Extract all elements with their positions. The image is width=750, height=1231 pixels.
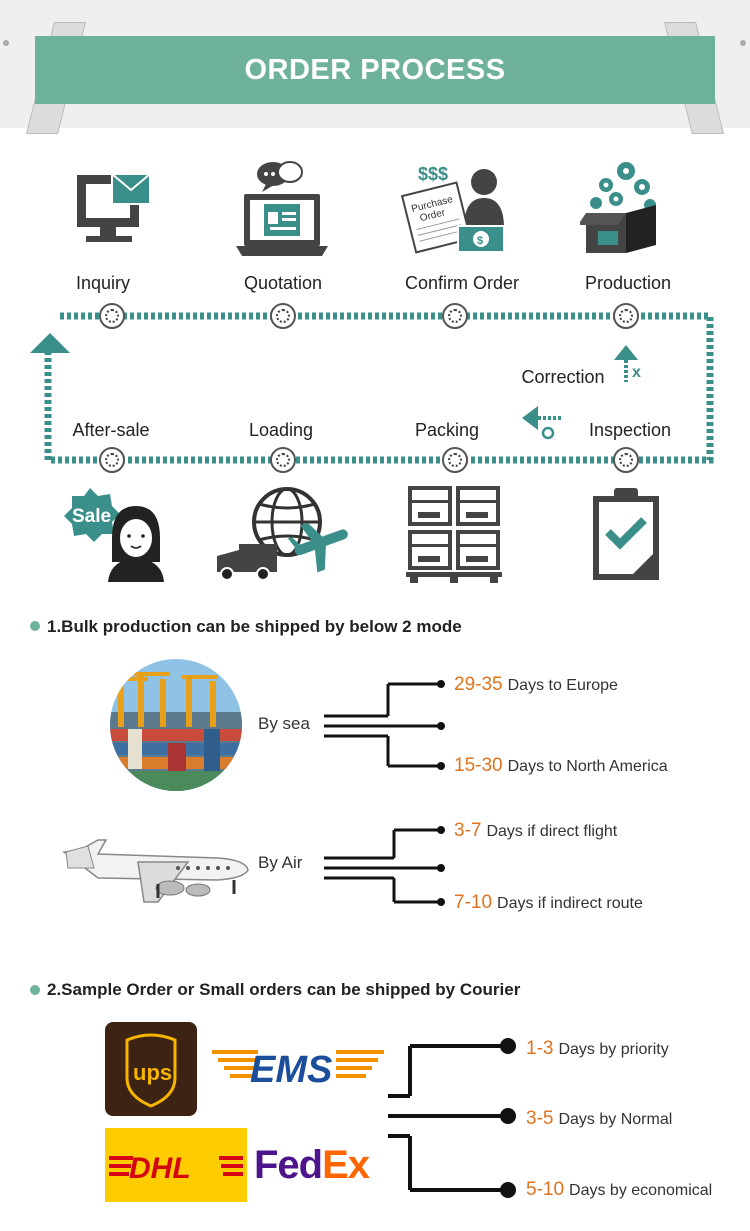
ems-logo: EMS xyxy=(210,1040,386,1091)
fedex-logo: FedEx xyxy=(254,1140,394,1190)
step-label-after-sale: After-sale xyxy=(72,420,150,440)
sea-connector xyxy=(324,680,445,770)
dhl-logo: DHL xyxy=(105,1128,247,1202)
header-banner xyxy=(35,36,715,104)
correction-label: Correction xyxy=(521,367,605,387)
fedex-fed-text: Fed xyxy=(254,1143,323,1187)
step-node xyxy=(613,303,639,329)
fedex-ex-text: Ex xyxy=(322,1143,370,1187)
step-label-inquiry: Inquiry xyxy=(75,273,131,293)
air-connector xyxy=(324,826,445,906)
step-label-inspection: Inspection xyxy=(588,420,672,440)
step-label-quotation: Quotation xyxy=(243,273,323,293)
port-image xyxy=(110,659,242,791)
courier-normal-days: 3-5 xyxy=(526,1108,554,1129)
svg-text:x: x xyxy=(632,364,641,381)
production-box-icon xyxy=(580,162,656,253)
svg-text:DHL: DHL xyxy=(129,1152,191,1185)
air-direct-days: 3-7 xyxy=(454,820,482,841)
courier-economical-days: 5-10 xyxy=(526,1179,565,1200)
step-node xyxy=(270,447,296,473)
airplane-image xyxy=(62,839,249,903)
step-label-production: Production xyxy=(584,273,672,293)
svg-text:$: $ xyxy=(477,235,483,247)
svg-text:Sale: Sale xyxy=(72,506,111,527)
purchase-order-icon: $$$ Purchase Order $ xyxy=(400,164,505,254)
step-node xyxy=(442,447,468,473)
section-title-courier: 2.Sample Order or Small orders can be sh… xyxy=(47,980,521,999)
pin-icon xyxy=(740,40,746,46)
sea-europe-days: 29-35 xyxy=(454,674,503,695)
air-indirect-text: Days if indirect route xyxy=(497,895,643,912)
process-loop: x xyxy=(30,312,714,464)
process-path xyxy=(44,312,714,464)
section-bullet xyxy=(30,985,40,995)
courier-priority-text: Days by priority xyxy=(558,1041,669,1058)
svg-text:ups: ups xyxy=(133,1060,172,1085)
ups-logo: ups xyxy=(105,1022,197,1116)
sea-europe-text: Days to Europe xyxy=(507,677,618,694)
courier-economical-text: Days by economical xyxy=(569,1182,713,1199)
sale-person-icon: Sale xyxy=(64,488,164,582)
ups-shield-icon: ups xyxy=(125,1033,177,1108)
truck-plane-icon xyxy=(217,487,348,581)
courier-connector xyxy=(388,1038,516,1198)
step-node xyxy=(442,303,468,329)
ems-speed-icon: EMS xyxy=(212,1049,384,1091)
courier-priority-days: 1-3 xyxy=(526,1038,554,1059)
step-label-loading: Loading xyxy=(248,420,314,440)
up-arrow-icon xyxy=(30,333,70,353)
sea-na-text: Days to North America xyxy=(507,758,668,775)
left-arrow-icon xyxy=(522,406,562,440)
clipboard-check-icon xyxy=(593,488,659,580)
section-title-bulk: 1.Bulk production can be shipped by belo… xyxy=(47,617,462,636)
boxes-pallet-icon xyxy=(406,486,502,583)
computer-mail-icon xyxy=(77,173,151,242)
step-node xyxy=(99,303,125,329)
courier-normal-text: Days by Normal xyxy=(558,1111,673,1128)
mode-label-air: By Air xyxy=(258,853,303,872)
dhl-speed-icon: DHL xyxy=(109,1152,243,1185)
air-indirect-days: 7-10 xyxy=(454,892,493,913)
pin-icon xyxy=(3,40,9,46)
step-label-packing: Packing xyxy=(414,420,480,440)
step-node xyxy=(270,303,296,329)
air-direct-text: Days if direct flight xyxy=(486,823,618,840)
laptop-chat-icon xyxy=(236,161,328,256)
mode-label-sea: By sea xyxy=(258,714,310,733)
svg-text:$$$: $$$ xyxy=(418,164,448,184)
svg-text:EMS: EMS xyxy=(250,1049,332,1090)
step-node xyxy=(99,447,125,473)
section-bullet xyxy=(30,621,40,631)
correction-arrow-icon: x xyxy=(614,345,641,382)
step-label-confirm-order: Confirm Order xyxy=(404,273,520,293)
sea-na-days: 15-30 xyxy=(454,755,503,776)
page-title: ORDER PROCESS xyxy=(244,54,506,86)
step-node xyxy=(613,447,639,473)
